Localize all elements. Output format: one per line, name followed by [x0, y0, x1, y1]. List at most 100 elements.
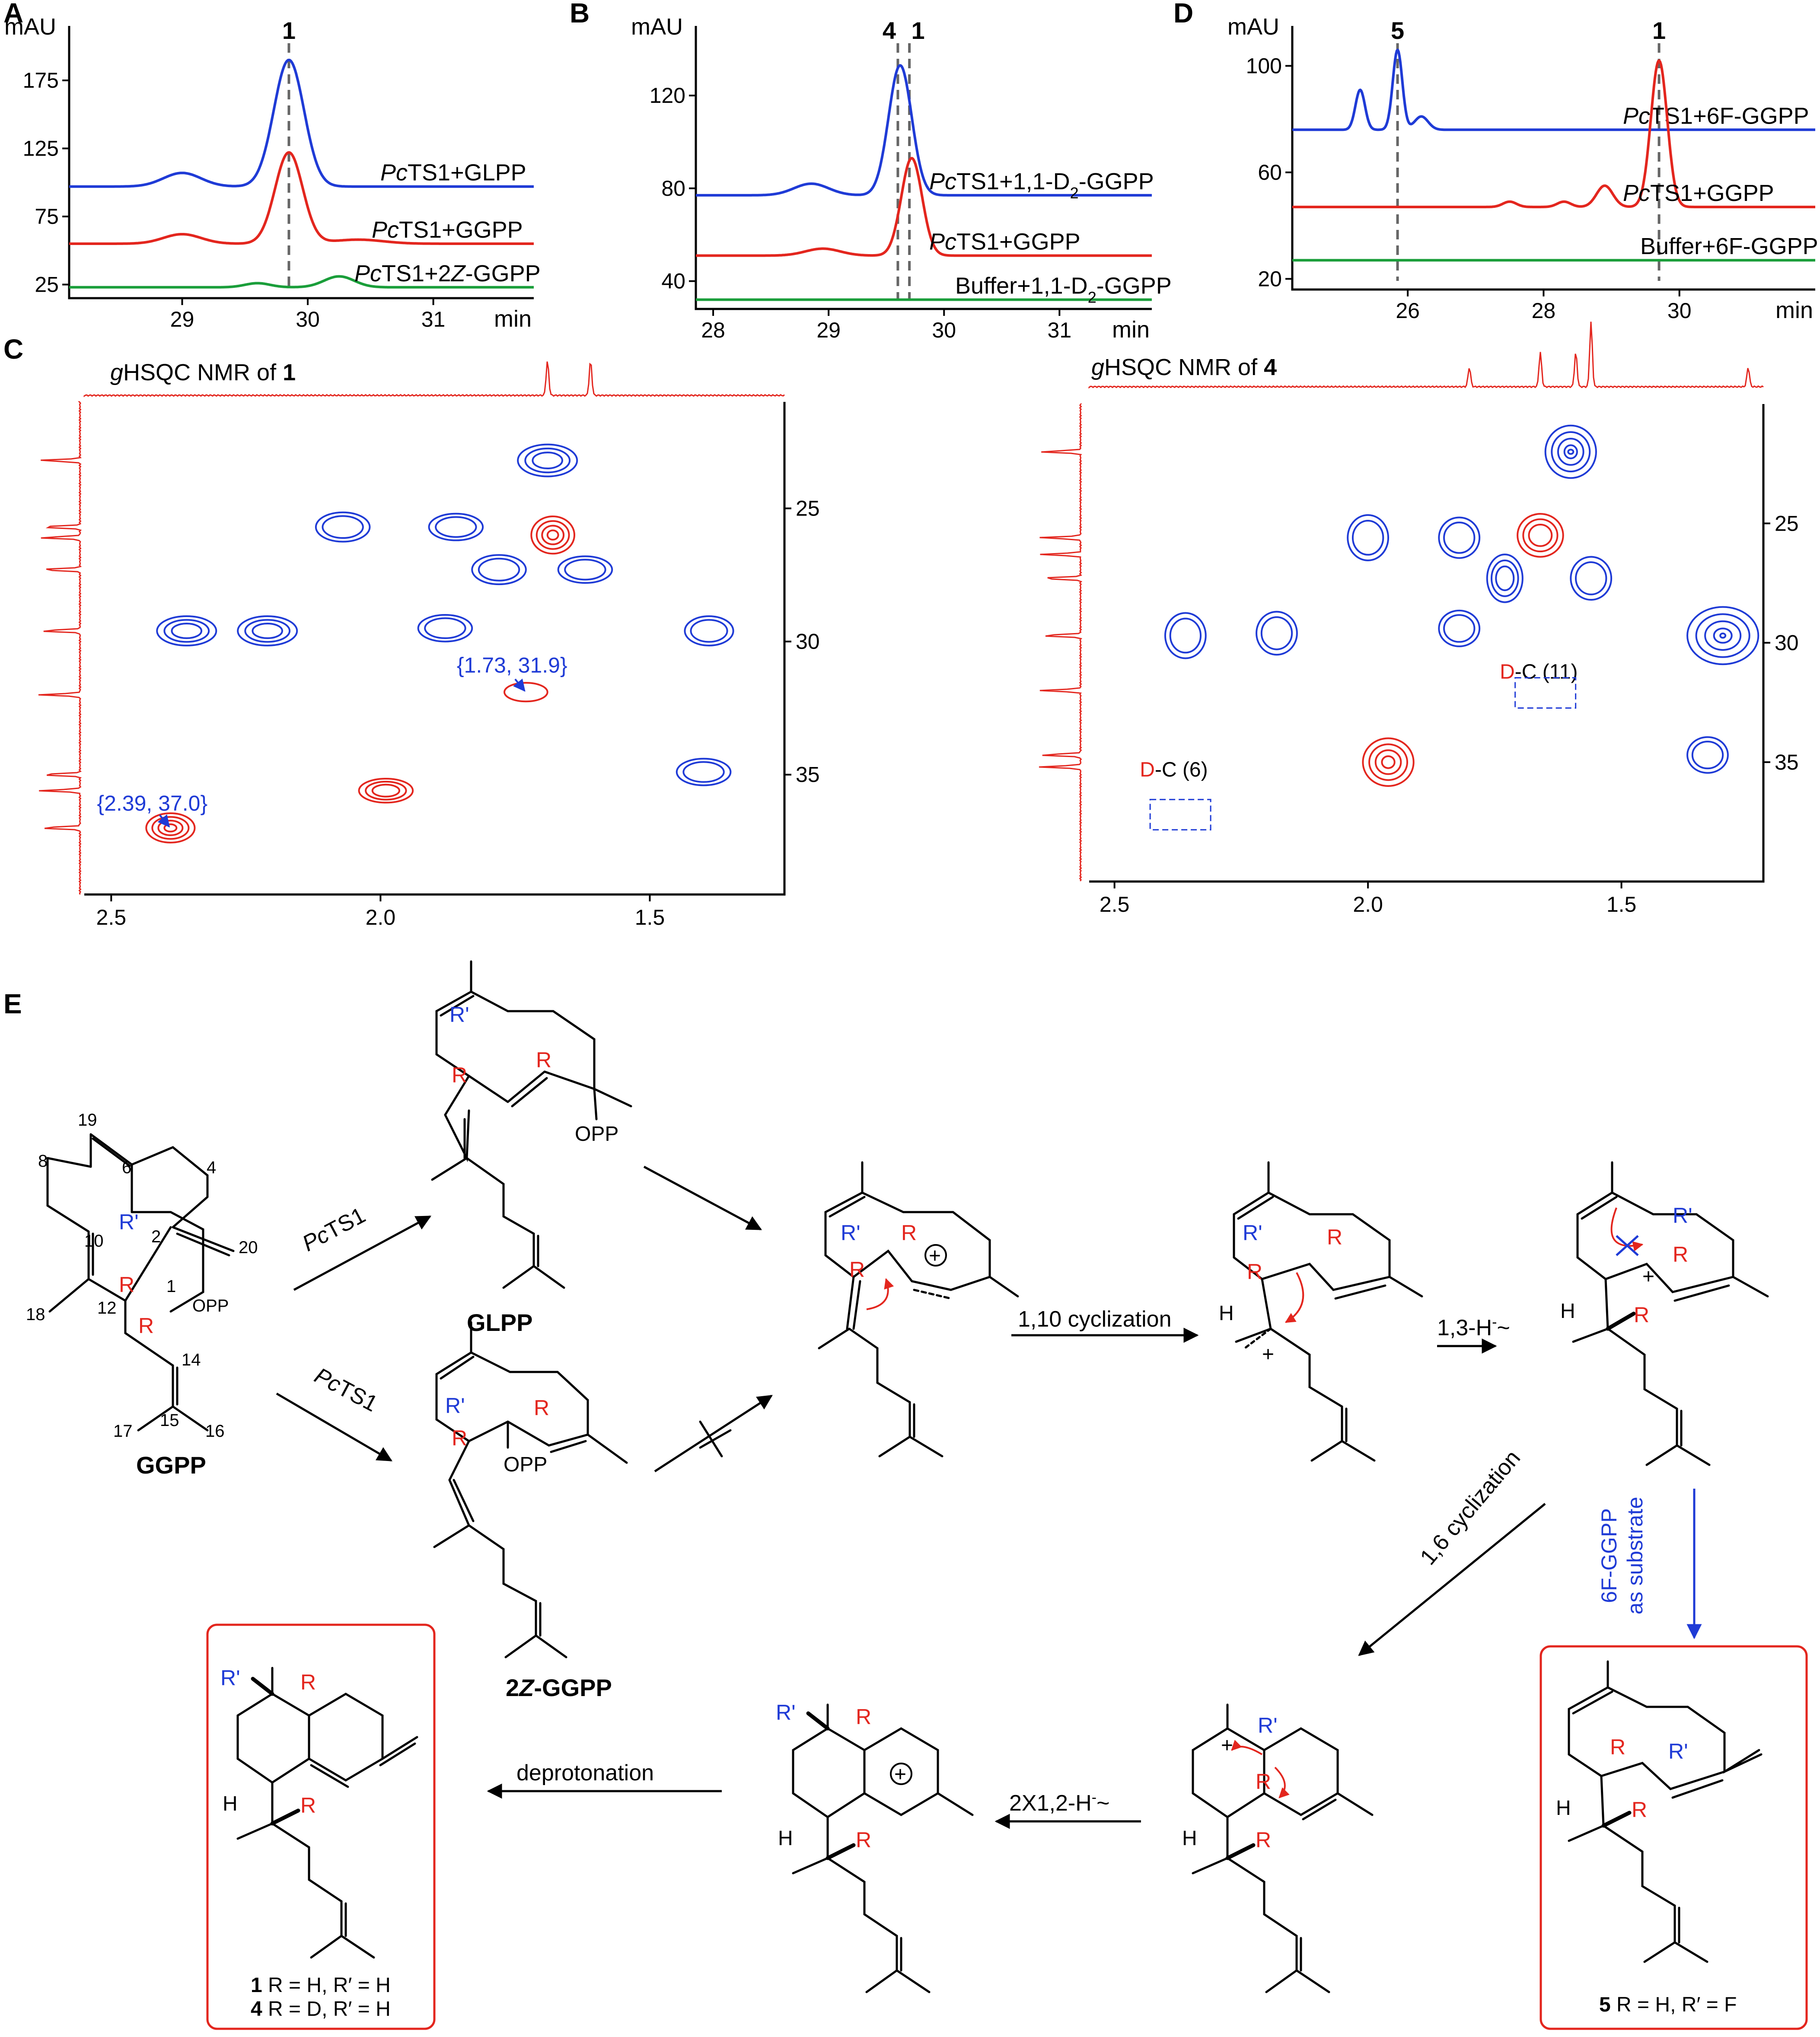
- y-axis-label: mAU: [631, 14, 683, 40]
- structure-shifted-cation: R' R R H +: [1560, 1161, 1769, 1466]
- series-label-part: Z: [450, 261, 466, 286]
- cross-peak: [163, 619, 210, 643]
- series-label: PcTS1+GGPP: [929, 229, 1081, 255]
- series-label-part: 2: [1088, 288, 1096, 306]
- atom-number: 2: [151, 1227, 161, 1246]
- compound-label-ggpp: GGPP: [136, 1451, 206, 1479]
- atom-number: 19: [78, 1111, 97, 1130]
- series-label-part: TS1+1,1-D: [956, 169, 1070, 194]
- deuterium-label: D-C (6): [1140, 758, 1208, 781]
- substituent-r: R: [1634, 1303, 1649, 1327]
- series-label-part: Pc: [929, 169, 956, 194]
- nmr-title-part: 4: [1264, 354, 1277, 380]
- x-tick-label: 2.0: [366, 905, 396, 929]
- cross-peak: [315, 511, 371, 543]
- cross-peak: [1351, 520, 1384, 556]
- compound-label-2z-ggpp: 2Z-GGPP: [506, 1674, 612, 1701]
- series-label-part: Pc: [354, 261, 382, 286]
- atom-number: 12: [97, 1299, 117, 1318]
- curved-arrow: [1610, 1207, 1644, 1251]
- carbon-position: -C (6): [1155, 758, 1208, 781]
- product-box: [206, 1623, 436, 2030]
- y-tick-label: 25: [35, 273, 59, 297]
- nmr-title-part: HSQC NMR of: [1104, 354, 1264, 380]
- substituent-r: R: [536, 1048, 551, 1072]
- cross-peak: [1713, 627, 1733, 644]
- annotation-arrow: [513, 678, 526, 692]
- cross-peak: [1575, 561, 1607, 595]
- peak-annotation: {2.39, 37.0}: [97, 791, 207, 815]
- cation-charge: +: [929, 1244, 941, 1267]
- step-label-deprotonation: deprotonation: [516, 1760, 654, 1786]
- cross-peak: [1362, 737, 1415, 787]
- series-label-part: TS1+GGPP: [1650, 180, 1774, 206]
- structure-ggpp: 19 8 6 4 10 2 20 1 18 12 14 17 15 16 R' …: [26, 1111, 258, 1479]
- cross-peak: [244, 619, 291, 643]
- substituent-r: R: [1632, 1798, 1647, 1822]
- arrow-1-6-cyclization: [1358, 1503, 1546, 1656]
- substituent-r: R: [1247, 1260, 1262, 1284]
- substituent-r-prime: R': [841, 1221, 861, 1245]
- y-tick-label: 35: [1775, 750, 1799, 774]
- cation-charge: +: [1642, 1265, 1654, 1288]
- cross-peak: [1368, 743, 1409, 781]
- cross-peak: [471, 554, 527, 586]
- opp-group: OPP: [192, 1296, 229, 1315]
- h-label: H: [778, 1827, 793, 1850]
- h-label: H: [1182, 1827, 1197, 1850]
- substituent-r-prime: R': [1673, 1203, 1693, 1228]
- atom-number: 6: [122, 1158, 131, 1177]
- substrate-label-as-substrate: as substrate: [1623, 1497, 1647, 1614]
- substituent-r: R: [300, 1670, 316, 1694]
- substituent-r-prime: R': [220, 1666, 240, 1690]
- substituent-r: R: [1256, 1828, 1271, 1852]
- step-label-1-10-cyclization: 1,10 cyclization: [1018, 1307, 1172, 1332]
- peak-label: 1: [282, 17, 296, 44]
- substituent-r-prime: R': [1258, 1713, 1278, 1738]
- cross-peak: [1528, 524, 1553, 547]
- structure-2z-ggpp: R' R R OPP 2Z-GGPP: [433, 1321, 628, 1701]
- step-label-1-3-hydride-shift: 1,3-H-~: [1437, 1314, 1510, 1340]
- cross-peak: [435, 516, 477, 538]
- series-label-part: Pc: [380, 160, 408, 186]
- axis-frame: [68, 26, 534, 299]
- trace-line: [68, 151, 535, 245]
- cross-peak: [171, 623, 203, 639]
- cross-peak: [1517, 513, 1564, 558]
- missing-peak-box: [1149, 799, 1211, 831]
- series-label-part: Pc: [372, 217, 399, 243]
- x-tick-label: 1.5: [635, 905, 665, 929]
- substituent-r: R: [138, 1314, 154, 1338]
- x-tick-label: 29: [170, 307, 194, 331]
- series-label-part: 2: [1070, 184, 1079, 201]
- x-tick-label: 29: [816, 318, 841, 342]
- cross-peak: [1381, 755, 1396, 769]
- cross-peak: [478, 557, 520, 582]
- substituent-r-prime: R': [119, 1210, 139, 1234]
- substrate-label-6f-ggpp: 6F-GGPP: [1597, 1508, 1621, 1603]
- arrow-to-2z-ggpp: [276, 1392, 393, 1462]
- cross-peak: [1563, 444, 1578, 459]
- cross-peak: [1164, 612, 1207, 659]
- cross-peak: [1260, 616, 1293, 650]
- cation-charge: +: [1262, 1343, 1274, 1366]
- compound-1-caption: 1 R = H, R′ = H: [251, 1974, 391, 1997]
- projection-13c: [38, 401, 82, 895]
- substituent-r: R: [534, 1396, 549, 1420]
- cross-peak: [424, 617, 466, 639]
- x-tick-label: 28: [1532, 299, 1556, 323]
- cross-peak: [684, 615, 734, 646]
- trace-line: [695, 157, 1153, 257]
- substituent-r: R: [452, 1063, 467, 1087]
- series-label-part: Pc: [1623, 180, 1650, 206]
- enzyme-label: PcTS1: [310, 1363, 382, 1416]
- structure-allyl-cation: R' R R +: [818, 1161, 1019, 1458]
- x-tick-label: 2.5: [1100, 892, 1130, 917]
- x-axis-label: min: [1775, 297, 1813, 323]
- peak-label: 4: [883, 17, 896, 44]
- substituent-r: R: [119, 1273, 134, 1297]
